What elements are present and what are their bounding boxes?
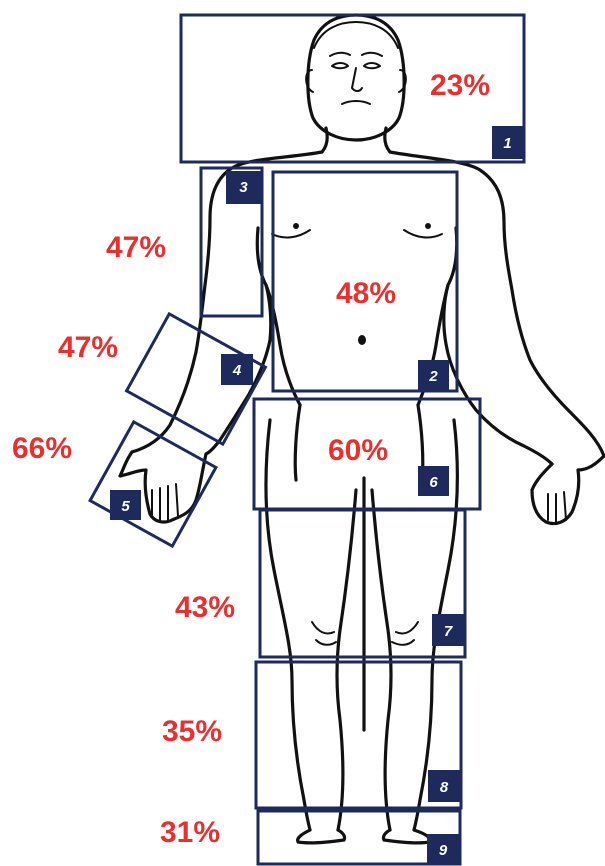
hair-line	[314, 22, 398, 48]
arm-inner-right	[444, 228, 552, 464]
svg-text:2: 2	[428, 368, 438, 385]
svg-text:7: 7	[444, 623, 453, 640]
left-brow	[330, 53, 350, 56]
torso-right-outline	[390, 152, 604, 456]
region-6-percent: 60%	[328, 434, 388, 467]
right-fingers	[548, 492, 566, 522]
svg-text:5: 5	[121, 498, 130, 515]
region-7-badge: 7	[432, 614, 464, 646]
region-5-badge: 5	[110, 490, 141, 520]
left-nipple	[293, 223, 299, 229]
left-leg-outer	[266, 420, 310, 830]
right-pec	[404, 230, 442, 237]
left-knee	[312, 622, 336, 645]
right-leg-inner	[372, 490, 391, 830]
region-7-percent: 43%	[175, 591, 235, 624]
left-leg-inner	[337, 490, 356, 830]
right-eye	[364, 63, 380, 68]
left-pec	[272, 230, 310, 237]
region-3-percent: 47%	[106, 231, 166, 264]
region-3-badge: 3	[226, 171, 261, 204]
hip-line-left	[295, 405, 300, 480]
region-4-percent: 47%	[58, 331, 118, 364]
region-4-badge: 4	[221, 354, 253, 385]
right-knee	[392, 622, 418, 645]
right-foot	[383, 830, 430, 843]
svg-text:1: 1	[503, 135, 511, 152]
region-1-percent: 23%	[430, 69, 490, 102]
region-2-badge: 2	[418, 360, 449, 391]
region-9-percent: 31%	[160, 816, 220, 849]
right-brow	[362, 53, 382, 56]
region-5-percent: 66%	[12, 432, 72, 465]
waist-left	[266, 285, 300, 405]
right-nipple	[425, 223, 431, 229]
region-1-badge: 1	[492, 126, 523, 159]
region-2-percent: 48%	[336, 277, 396, 310]
right-hand	[532, 456, 604, 524]
region-8-badge: 8	[428, 770, 460, 802]
region-9-badge: 9	[427, 834, 459, 864]
mouth	[342, 101, 370, 104]
nose	[352, 68, 362, 91]
left-foot	[298, 830, 345, 843]
svg-text:6: 6	[429, 474, 438, 491]
navel	[358, 335, 366, 345]
svg-text:3: 3	[239, 179, 248, 196]
left-eye	[332, 63, 348, 68]
region-6-badge: 6	[418, 466, 449, 496]
svg-text:4: 4	[232, 362, 242, 379]
left-fingers	[152, 484, 178, 520]
svg-text:9: 9	[439, 842, 448, 859]
region-8-percent: 35%	[162, 715, 222, 748]
svg-text:8: 8	[440, 779, 449, 796]
